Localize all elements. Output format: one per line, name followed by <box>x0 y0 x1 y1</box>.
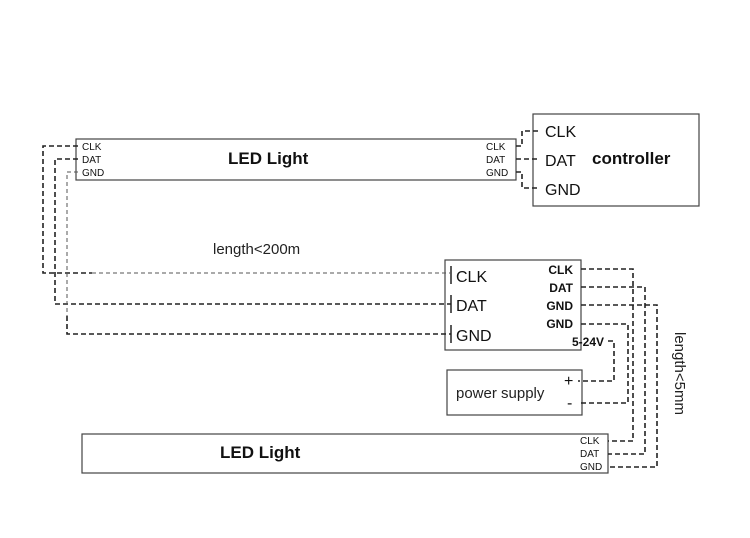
bottom-light-pin-dat: DAT <box>580 449 599 460</box>
bottom-led-light: LED Light CLK DAT GND <box>81 433 609 474</box>
power-supply-box <box>446 369 583 416</box>
bottom-led-light-box <box>81 433 609 474</box>
wiring <box>42 130 658 468</box>
top-light-right-pin-dat: DAT <box>486 155 505 166</box>
power-supply: power supply + - <box>446 369 583 416</box>
short-run-length-note: length<5mm <box>671 332 688 415</box>
top-light-right-pin-clk: CLK <box>486 142 506 153</box>
amplifier-output-clk: CLK <box>548 263 573 277</box>
signal-amplifier: CLK DAT GND CLK DAT GND GND 5-24V <box>444 259 604 351</box>
power-supply-plus: + <box>564 373 573 390</box>
controller-title: controller <box>592 149 671 168</box>
top-light-left-pin-clk: CLK <box>82 142 102 153</box>
long-run-length-note: length<200m <box>213 241 300 258</box>
amplifier-input-dat: DAT <box>456 298 487 315</box>
top-led-light-title: LED Light <box>228 149 309 168</box>
controller-pin-dat: DAT <box>545 153 576 170</box>
wire-long-gnd-a <box>66 171 78 316</box>
bottom-light-pin-clk: CLK <box>580 436 600 447</box>
bottom-light-pin-gnd: GND <box>580 462 602 473</box>
controller-pin-clk: CLK <box>545 124 576 141</box>
wire-top-clk-to-controller <box>516 130 540 147</box>
wire-out-dat <box>581 286 646 455</box>
top-light-left-pin-gnd: GND <box>82 168 104 179</box>
wire-top-gnd-to-controller <box>516 171 540 189</box>
amplifier-input-gnd: GND <box>456 328 492 345</box>
amplifier-output-gnd-2: GND <box>546 317 573 331</box>
power-supply-minus: - <box>567 395 572 412</box>
top-light-right-pin-gnd: GND <box>486 168 508 179</box>
amplifier-output-dat: DAT <box>549 281 573 295</box>
amplifier-output-gnd-1: GND <box>546 299 573 313</box>
amplifier-output-power: 5-24V <box>572 335 604 349</box>
wire-out-gnd-1 <box>581 304 658 468</box>
wire-long-dat <box>54 158 451 305</box>
top-light-left-pin-dat: DAT <box>82 155 101 166</box>
top-led-light-box <box>75 138 517 181</box>
bottom-led-light-title: LED Light <box>220 443 301 462</box>
amplifier-input-clk: CLK <box>456 269 487 286</box>
controller-box <box>532 113 700 207</box>
wire-long-gnd-b <box>66 316 451 335</box>
wire-out-clk <box>581 268 634 442</box>
power-supply-label: power supply <box>456 385 545 402</box>
top-led-light: LED Light CLK DAT GND CLK DAT GND <box>75 138 517 181</box>
controller: controller CLK DAT GND <box>532 113 700 207</box>
amplifier-box <box>444 259 582 351</box>
controller-pin-gnd: GND <box>545 182 581 199</box>
wire-power-to-supply-plus <box>578 340 615 382</box>
